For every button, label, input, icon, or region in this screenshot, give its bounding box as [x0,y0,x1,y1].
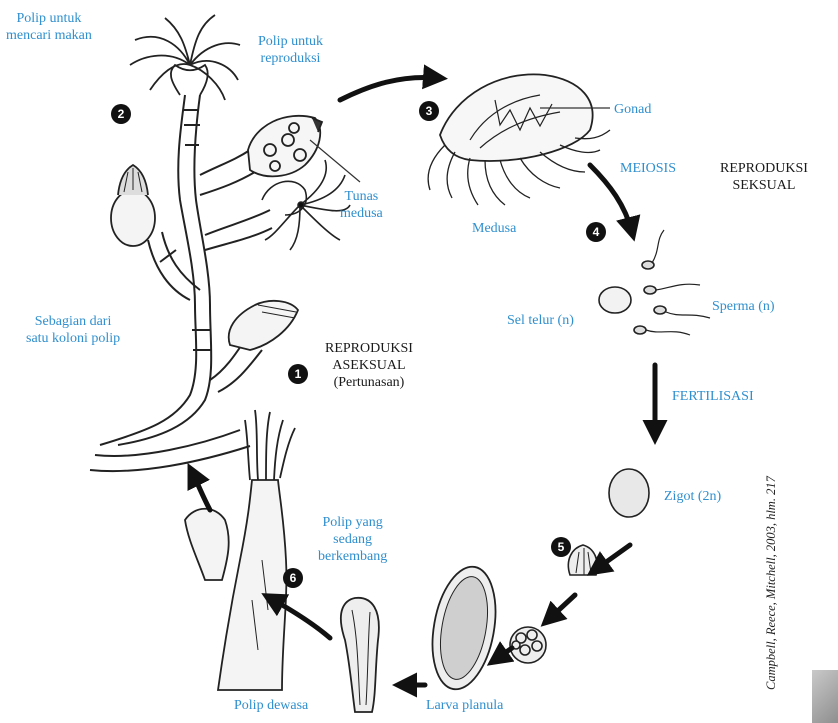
step-marker-1: 1 [288,364,308,384]
step-marker-5: 5 [551,537,571,557]
label-gonad: Gonad [614,101,651,118]
embryo-stages [510,545,597,663]
reproductive-polyp [248,116,322,176]
label-sperm: Sperma (n) [712,298,775,315]
label-egg: Sel telur (n) [507,312,574,329]
label-asexual-reproduction: REPRODUKSI ASEKSUAL (Pertunasan) [325,340,413,391]
label-colony-part: Sebagian dari satu koloni polip [26,313,120,347]
label-medusa-bud: Tunas medusa [340,188,383,222]
arrow-to-colony [192,472,210,510]
label-developing-polyp: Polip yang sedang berkembang [318,514,387,565]
label-zygote: Zigot (2n) [664,488,721,505]
feeding-polyp [130,15,240,100]
zygote [609,469,649,517]
arrow-to-embryo [595,545,630,570]
label-medusa: Medusa [472,220,516,237]
closed-polyp-center [229,301,298,350]
page-corner-shade [812,670,838,723]
label-planula-larva: Larva planula [426,697,503,714]
label-fertilization: FERTILISASI [672,388,754,405]
developing-polyp [341,598,379,712]
step-marker-6: 6 [283,568,303,588]
step-marker-2: 2 [111,104,131,124]
source-credit: Campbell, Reece, Mitchell, 2003, hlm. 21… [764,476,779,690]
polyp-colony [90,95,272,471]
pointer-tunas [310,140,360,182]
egg-and-sperm [599,230,710,335]
label-reproductive-polyp: Polip untuk reproduksi [258,33,323,67]
step-marker-4: 4 [586,222,606,242]
arrow-to-blastula [548,595,575,620]
label-feeding-polyp: Polip untuk mencari makan [6,10,92,44]
arrow-to-medusa [340,77,438,100]
label-sexual-reproduction: REPRODUKSI SEKSUAL [720,160,808,194]
step-marker-3: 3 [419,101,439,121]
adult-polyp [185,410,295,690]
label-adult-polyp: Polip dewasa [234,697,308,714]
arrow-to-planula [495,648,512,660]
label-meiosis: MEIOSIS [620,160,676,177]
planula-larva [424,562,505,695]
medusa [428,74,610,205]
closed-polyp-left [111,165,155,246]
